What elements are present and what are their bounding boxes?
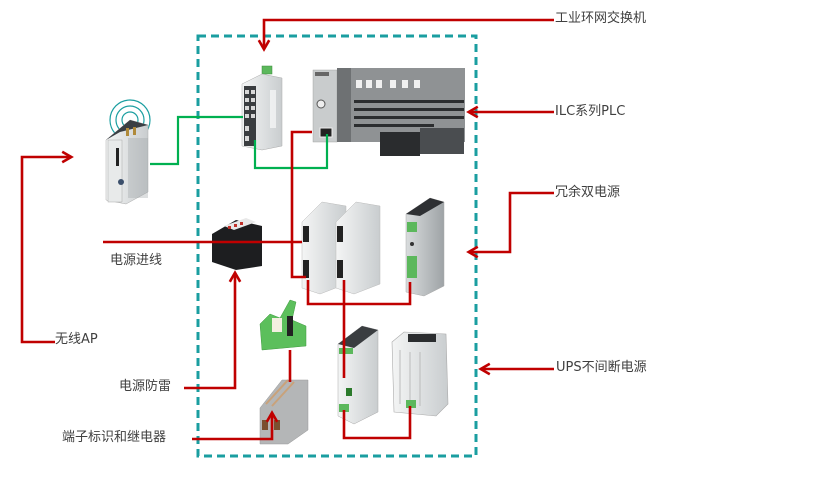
redundant-power-label: 冗余双电源 bbox=[555, 185, 621, 200]
surge-protection-label: 电源防雷 bbox=[119, 379, 172, 394]
wireless-router-icon bbox=[105, 99, 151, 205]
surge-protector-icon bbox=[212, 218, 262, 270]
plc-rack-icon bbox=[312, 68, 465, 156]
psu-bus-wire bbox=[306, 280, 412, 306]
network-switch-icon bbox=[241, 65, 283, 151]
plc-power-wire bbox=[290, 130, 312, 279]
ups-battery-wire bbox=[342, 406, 412, 440]
plc-label: ILC系列PLC bbox=[555, 104, 626, 119]
power-supply-icon bbox=[335, 201, 381, 295]
wireless-ap-label: 无线AP bbox=[55, 332, 98, 347]
wireless-ap-callout-arrow bbox=[20, 150, 74, 344]
power-supply-icon bbox=[301, 201, 347, 295]
ap-to-switch-cable bbox=[150, 115, 243, 166]
battery-module-icon bbox=[391, 331, 449, 417]
relay-icon bbox=[259, 299, 307, 351]
terminal-block-icon bbox=[259, 379, 309, 445]
surge-callout-arrow bbox=[184, 270, 242, 390]
ups-label: UPS不间断电源 bbox=[556, 360, 647, 375]
switch-label: 工业环网交换机 bbox=[555, 11, 647, 26]
power-inlet-label: 电源进线 bbox=[110, 253, 163, 268]
terminal-relay-label: 端子标识和继电器 bbox=[62, 430, 167, 445]
terminal-callout-arrow bbox=[192, 410, 279, 441]
switch-callout-arrow bbox=[257, 18, 554, 52]
ups-controller-icon bbox=[337, 325, 379, 425]
redundant-power-callout-arrow bbox=[466, 191, 554, 259]
redundancy-module-icon bbox=[405, 197, 445, 297]
